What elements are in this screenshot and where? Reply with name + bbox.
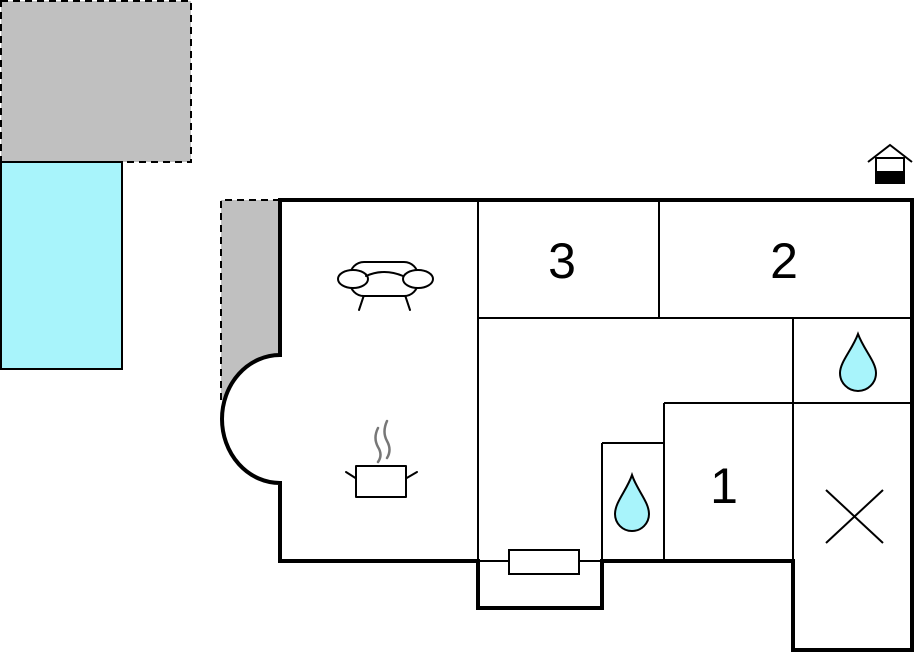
cross-icon (825, 489, 884, 544)
terrace-top (0, 0, 192, 163)
room-1-label: 1 (710, 458, 738, 514)
water-drop-icon (838, 331, 878, 392)
water-drop-icon (613, 471, 651, 532)
room-3-label: 3 (548, 233, 576, 289)
house-entrance-icon (867, 143, 913, 184)
room-2-label: 2 (770, 233, 798, 289)
radiator-icon (508, 549, 580, 575)
sofa-icon (337, 261, 434, 311)
swimming-pool (0, 161, 123, 370)
cooking-pot-icon (345, 419, 418, 498)
outer-wall (220, 198, 914, 652)
